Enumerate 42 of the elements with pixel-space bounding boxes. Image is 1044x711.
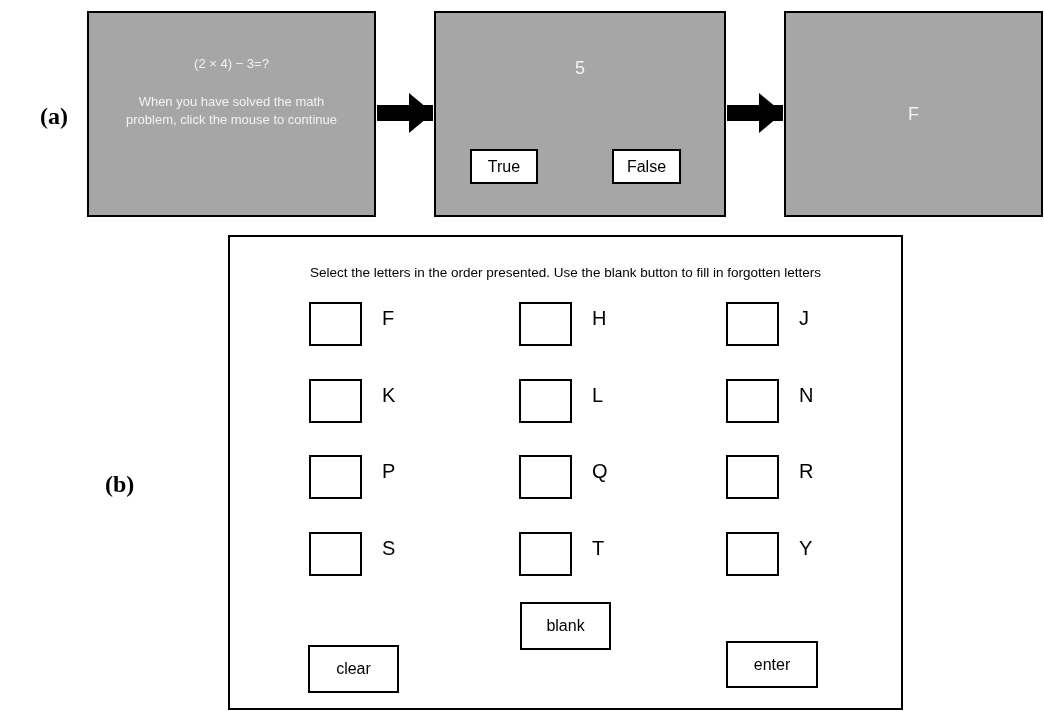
checkbox: [309, 379, 362, 423]
math-problem: (2 × 4) − 3=?: [193, 55, 270, 73]
letter-label: R: [799, 461, 814, 481]
checkbox: [726, 532, 779, 576]
instruction-text: When you have solved the math problem, click the mouse to continue: [125, 93, 338, 129]
letter-label: Y: [799, 538, 813, 558]
letter-label: F: [382, 308, 395, 328]
stimulus-text: F: [908, 103, 919, 126]
panel-label: (a): [40, 102, 68, 131]
checkbox: [309, 532, 362, 576]
checkbox: [726, 302, 779, 346]
checkbox: [726, 455, 779, 499]
ui-button: enter: [726, 641, 818, 688]
ui-button: clear: [308, 645, 399, 693]
letter-label: S: [382, 538, 396, 558]
screen-panel: [87, 11, 376, 217]
response-panel: [228, 235, 903, 710]
block-arrow: [727, 93, 783, 133]
checkbox: [519, 379, 572, 423]
letter-label: T: [592, 538, 605, 558]
letter-label: J: [799, 308, 809, 328]
checkbox: [519, 302, 572, 346]
checkbox: [309, 302, 362, 346]
checkbox: [726, 379, 779, 423]
letter-label: N: [799, 385, 814, 405]
stimulus-text: 5: [575, 57, 585, 80]
ui-button: True: [470, 149, 538, 184]
screen-panel: [434, 11, 726, 217]
checkbox: [309, 455, 362, 499]
instruction-text: Select the letters in the order presented. Use the blank button to fill in forgotten letters: [309, 264, 821, 282]
letter-label: H: [592, 308, 607, 328]
letter-label: Q: [592, 461, 608, 481]
letter-label: K: [382, 385, 396, 405]
screen-panel: [784, 11, 1043, 217]
letter-label: P: [382, 461, 396, 481]
checkbox: [519, 532, 572, 576]
block-arrow: [377, 93, 433, 133]
ui-button: False: [612, 149, 681, 184]
checkbox: [519, 455, 572, 499]
ui-button: blank: [520, 602, 611, 650]
panel-label: (b): [105, 470, 135, 499]
letter-label: L: [592, 385, 604, 405]
